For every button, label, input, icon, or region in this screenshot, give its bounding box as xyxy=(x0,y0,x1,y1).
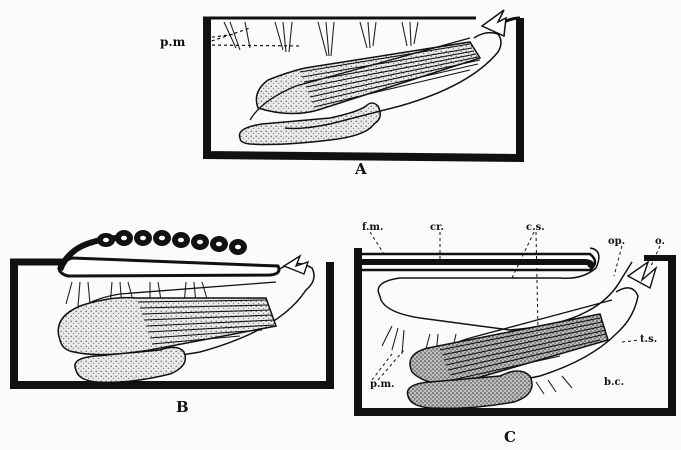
panel-a xyxy=(203,10,520,158)
panel-c-o-label: o. xyxy=(655,237,665,247)
panel-a-pm-label: p.m xyxy=(160,36,185,48)
panel-c xyxy=(358,232,676,412)
panel-c-opening xyxy=(628,262,656,288)
panel-a-tip xyxy=(482,10,506,36)
panel-a-pm-leaders xyxy=(206,28,300,46)
panel-c-ts-label: t.s. xyxy=(640,335,657,345)
panel-c-cr-label: cr. xyxy=(430,223,444,233)
panel-b-upper-sheet xyxy=(59,258,279,276)
panel-c-fm-label: f.m. xyxy=(362,223,384,233)
panel-c-bc-label: b.c. xyxy=(604,378,624,388)
panel-c-label: C xyxy=(504,430,516,445)
panel-b-label: B xyxy=(176,400,189,415)
panel-a-pm-fibres xyxy=(224,22,418,56)
panel-c-cs-label: c.s. xyxy=(526,223,545,233)
panel-c-op-label: op. xyxy=(608,237,625,247)
panel-c-pm-label: p.m. xyxy=(370,380,395,390)
panel-b-muscle-belly xyxy=(58,298,276,355)
panel-a-label: A xyxy=(355,162,367,177)
panel-b xyxy=(10,230,330,385)
